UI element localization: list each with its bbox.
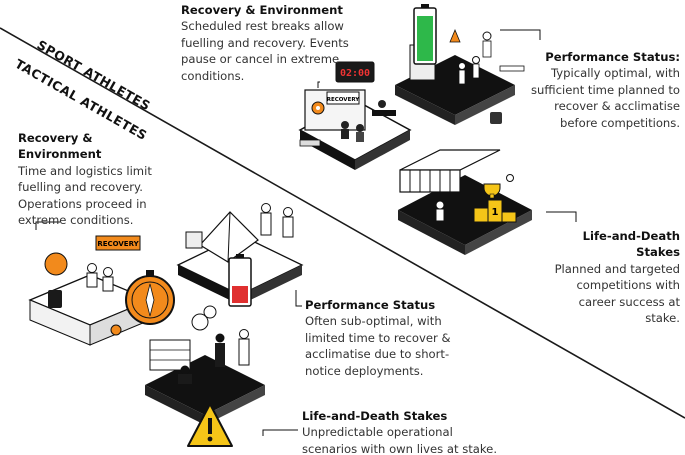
podium-number: 1 <box>492 207 499 218</box>
tactical-operation-platform <box>145 305 265 447</box>
tactical-recovery-callout: Recovery & Environment Time and logistic… <box>18 130 170 228</box>
clock-readout: 02:00 <box>340 68 370 79</box>
digital-clock-icon: 02:00 <box>335 61 375 83</box>
warning-triangle-icon <box>187 403 233 447</box>
tactical-recovery-platform: RECOVERY <box>28 235 175 346</box>
sport-performance-body: Typically optimal, with sufficient time … <box>531 66 680 130</box>
tactical-stakes-callout: Life-and-Death Stakes Unpredictable oper… <box>302 408 502 455</box>
trophy-icon <box>483 183 501 199</box>
tactical-recovery-sign: RECOVERY <box>97 240 139 248</box>
tactical-performance-callout: Performance Status Often sub-optimal, wi… <box>305 297 475 379</box>
sport-recovery-body: Scheduled rest breaks allow fuelling and… <box>181 19 349 83</box>
sport-recovery-platform: RECOVERY 02:00 <box>298 61 412 170</box>
sport-competition-platform: 1 <box>398 149 532 255</box>
tactical-stakes-body: Unpredictable operational scenarios with… <box>302 425 498 455</box>
sport-stakes-body: Planned and targeted competitions with c… <box>554 261 680 326</box>
sport-performance-heading: Performance Status: <box>545 50 680 64</box>
tactical-recovery-body: Time and logistics limit fuelling and re… <box>18 163 152 228</box>
sport-stakes-callout: Life-and-Death Stakes Planned and target… <box>545 228 680 326</box>
tactical-stakes-heading: Life-and-Death Stakes <box>302 409 448 423</box>
battery-full-icon <box>413 4 437 65</box>
tactical-recovery-heading: Recovery & Environment <box>18 131 102 162</box>
tactical-performance-body: Often sub-optimal, with limited time to … <box>305 314 451 378</box>
battery-low-icon <box>228 254 252 307</box>
sport-recovery-sign: RECOVERY <box>327 97 361 103</box>
callout-leaders <box>35 29 577 436</box>
sport-recovery-callout: Recovery & Environment Scheduled rest br… <box>181 2 361 84</box>
band-divider <box>0 27 685 419</box>
sport-performance-platform <box>395 4 525 125</box>
sport-performance-callout: Performance Status: Typically optimal, w… <box>528 49 680 131</box>
compass-icon <box>125 270 175 325</box>
tactical-performance-platform <box>176 203 304 307</box>
sun-icon <box>44 252 68 276</box>
sport-recovery-heading: Recovery & Environment <box>181 3 343 17</box>
sport-stakes-heading: Life-and-Death Stakes <box>582 229 680 260</box>
tactical-performance-heading: Performance Status <box>305 298 436 312</box>
